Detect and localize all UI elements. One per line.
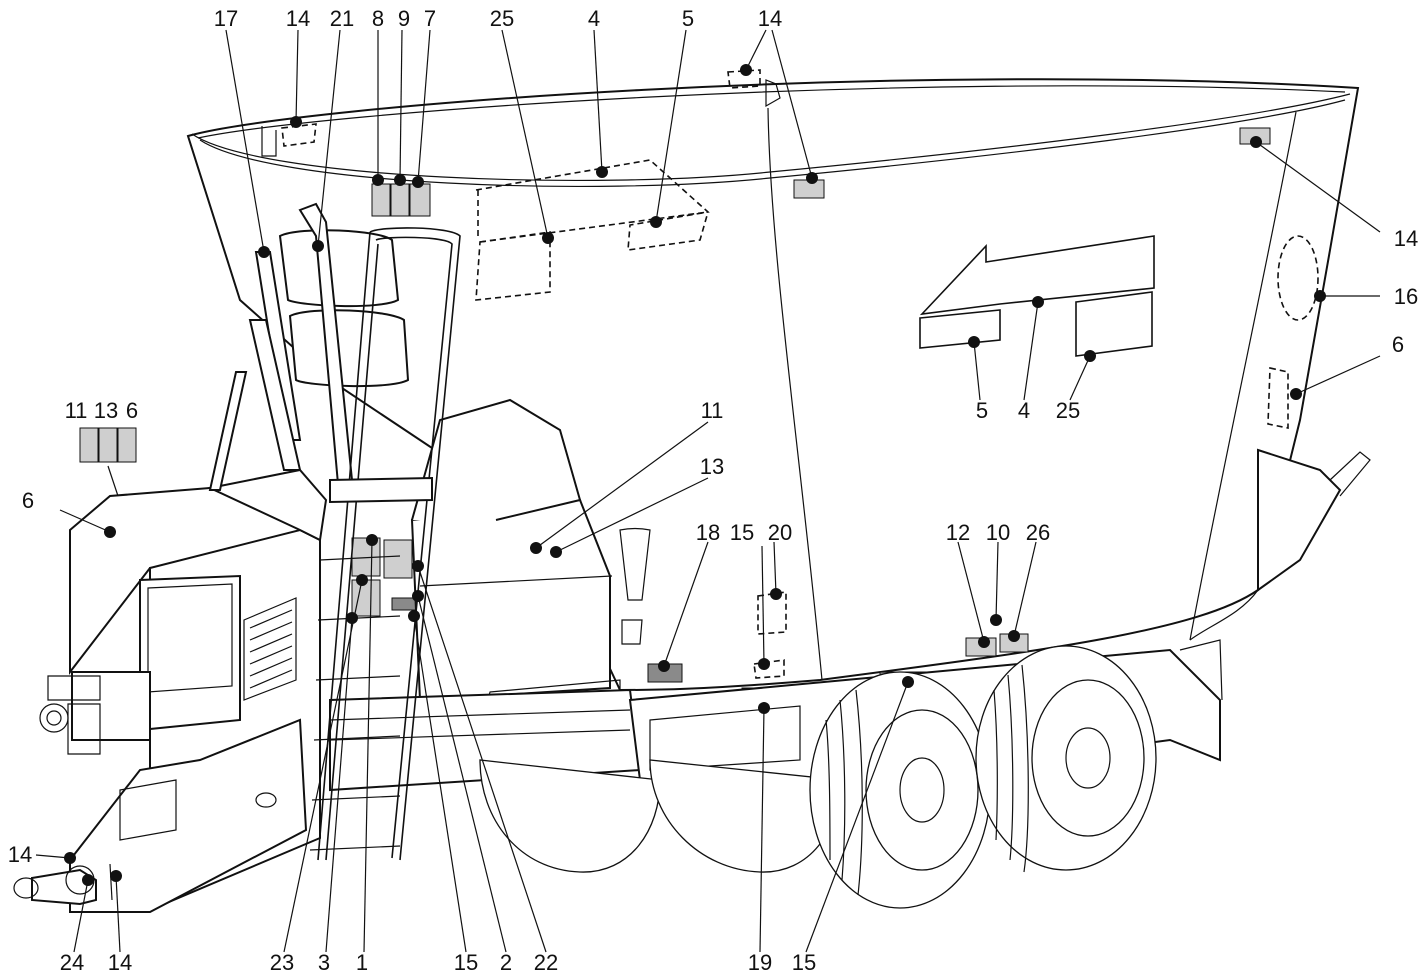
callout-11-conveyor: 11 (701, 398, 724, 423)
callout-21: 21 (330, 6, 354, 31)
dashed-decal-outlines (281, 69, 1319, 679)
callout-13-conveyor: 13 (700, 454, 724, 479)
front-cab (13, 468, 328, 913)
callout-19: 19 (748, 950, 772, 975)
callout-14-bottom: 14 (108, 950, 132, 975)
callout-12: 12 (946, 520, 970, 545)
callout-9: 9 (398, 6, 410, 31)
callout-15-bottom-left: 15 (454, 950, 478, 975)
callout-16: 16 (1394, 284, 1418, 309)
ladder (309, 227, 461, 861)
callout-6-right: 6 (1392, 332, 1404, 357)
callout-24: 24 (60, 950, 84, 975)
callout-2: 2 (500, 950, 512, 975)
callout-26: 26 (1026, 520, 1050, 545)
callout-4-arrow: 4 (1018, 398, 1030, 423)
callout-10: 10 (986, 520, 1010, 545)
window-frames (208, 202, 410, 491)
callout-20: 20 (768, 520, 792, 545)
callout-14-right: 14 (1394, 226, 1418, 251)
callout-25-top: 25 (490, 6, 514, 31)
callout-5-top: 5 (682, 6, 694, 31)
callout-11-left: 11 (65, 398, 88, 423)
mixer-tub (186, 78, 1360, 692)
callout-4-top: 4 (588, 6, 600, 31)
callout-15-bottom-right: 15 (792, 950, 816, 975)
callout-14-drawbar: 14 (8, 842, 32, 867)
callout-13-left: 13 (94, 398, 118, 423)
callout-8: 8 (372, 6, 384, 31)
callout-6-left-top: 6 (126, 398, 138, 423)
callout-23: 23 (270, 950, 294, 975)
callout-5-arrow: 5 (976, 398, 988, 423)
callout-22: 22 (534, 950, 558, 975)
callout-dots (64, 64, 1326, 886)
callout-labels: 17 14 21 8 9 7 25 4 5 14 14 16 6 5 4 25 … (8, 6, 1418, 975)
wheels (479, 645, 1157, 909)
callout-7: 7 (424, 6, 436, 31)
callout-14-top-left: 14 (286, 6, 310, 31)
callout-18: 18 (696, 520, 720, 545)
callout-15-mid: 15 (730, 520, 754, 545)
callout-6-left: 6 (22, 488, 34, 513)
leader-lines (35, 29, 1381, 953)
callout-25-arrow: 25 (1056, 398, 1080, 423)
callout-3: 3 (318, 950, 330, 975)
arrow-decal (919, 235, 1155, 357)
callout-1: 1 (356, 950, 368, 975)
callout-14-top-center: 14 (758, 6, 782, 31)
callout-17: 17 (214, 6, 238, 31)
